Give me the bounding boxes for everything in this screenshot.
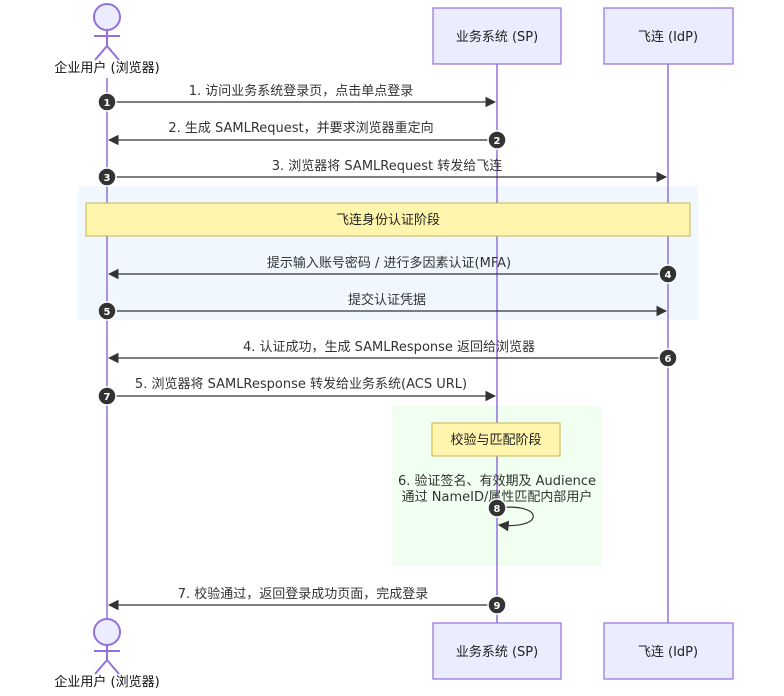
participant-idp-top-label: 飞连 (IdP) xyxy=(638,29,698,45)
note-idp-auth: 飞连身份认证阶段 xyxy=(85,202,691,237)
message-9-label: 7. 校验通过，返回登录成功页面，完成登录 xyxy=(178,586,429,602)
note-idp-auth-label: 飞连身份认证阶段 xyxy=(336,212,440,228)
step-badge-number: 8 xyxy=(494,504,501,515)
message-6: 4. 认证成功，生成 SAMLResponse 返回给浏览器 6 xyxy=(107,339,678,368)
step-badge-number: 9 xyxy=(494,601,501,612)
message-8-self: 6. 验证签名、有效期及 Audience 通过 NameID/属性匹配内部用户… xyxy=(398,473,596,532)
step-badge-number: 6 xyxy=(665,354,672,365)
step-badge xyxy=(97,386,117,406)
note-verify: 校验与匹配阶段 xyxy=(431,422,561,457)
step-badge-number: 4 xyxy=(665,270,672,281)
step-badge-number: 5 xyxy=(104,307,111,318)
actor-user-top: 企业用户 (浏览器) xyxy=(54,3,160,76)
step-badge xyxy=(658,264,678,284)
message-6-label: 4. 认证成功，生成 SAMLResponse 返回给浏览器 xyxy=(243,339,535,355)
actor-user-bottom: 企业用户 (浏览器) xyxy=(54,618,160,690)
message-2-label: 2. 生成 SAMLRequest，并要求浏览器重定向 xyxy=(168,120,433,136)
participant-sp-top: 业务系统 (SP) xyxy=(432,7,562,65)
actor-user-top-label: 企业用户 (浏览器) xyxy=(54,60,159,76)
message-1: 1. 访问业务系统登录页，点击单点登录 1 xyxy=(97,83,497,112)
message-4-label: 提示输入账号密码 / 进行多因素认证(MFA) xyxy=(267,255,511,271)
message-8-label-line2: 通过 NameID/属性匹配内部用户 xyxy=(402,489,593,505)
step-badge xyxy=(97,92,117,112)
actor-user-bottom-label: 企业用户 (浏览器) xyxy=(54,674,159,690)
message-5-label: 提交认证凭据 xyxy=(348,292,426,308)
message-3-label: 3. 浏览器将 SAMLRequest 转发给飞连 xyxy=(272,158,502,174)
step-badge xyxy=(487,130,507,150)
step-badge-number: 7 xyxy=(104,392,111,403)
message-7: 5. 浏览器将 SAMLResponse 转发给业务系统(ACS URL) 7 xyxy=(97,376,497,406)
message-1-label: 1. 访问业务系统登录页，点击单点登录 xyxy=(189,83,414,99)
message-7-label: 5. 浏览器将 SAMLResponse 转发给业务系统(ACS URL) xyxy=(135,376,467,392)
participant-idp-bottom-label: 飞连 (IdP) xyxy=(638,644,698,660)
participant-idp-bottom: 飞连 (IdP) xyxy=(603,622,734,680)
message-4: 提示输入账号密码 / 进行多因素认证(MFA) 4 xyxy=(107,255,678,284)
message-3: 3. 浏览器将 SAMLRequest 转发给飞连 3 xyxy=(97,158,668,187)
participant-sp-top-label: 业务系统 (SP) xyxy=(456,29,538,45)
message-8-label-line1: 6. 验证签名、有效期及 Audience xyxy=(398,473,596,489)
message-2: 2. 生成 SAMLRequest，并要求浏览器重定向 2 xyxy=(107,120,507,150)
participant-idp-top: 飞连 (IdP) xyxy=(603,7,734,65)
step-badge xyxy=(487,498,507,518)
step-badge xyxy=(658,348,678,368)
step-badge-number: 1 xyxy=(104,98,111,109)
person-icon xyxy=(93,3,121,61)
note-verify-label: 校验与匹配阶段 xyxy=(450,432,541,448)
participant-sp-bottom-label: 业务系统 (SP) xyxy=(456,644,538,660)
step-badge xyxy=(487,595,507,615)
step-badge xyxy=(97,167,117,187)
message-9: 7. 校验通过，返回登录成功页面，完成登录 9 xyxy=(107,586,507,615)
person-icon xyxy=(93,618,121,675)
step-badge xyxy=(97,301,117,321)
message-5: 提交认证凭据 5 xyxy=(97,292,668,321)
step-badge-number: 2 xyxy=(494,136,501,147)
step-badge-number: 3 xyxy=(104,173,111,184)
participant-sp-bottom: 业务系统 (SP) xyxy=(432,622,562,680)
